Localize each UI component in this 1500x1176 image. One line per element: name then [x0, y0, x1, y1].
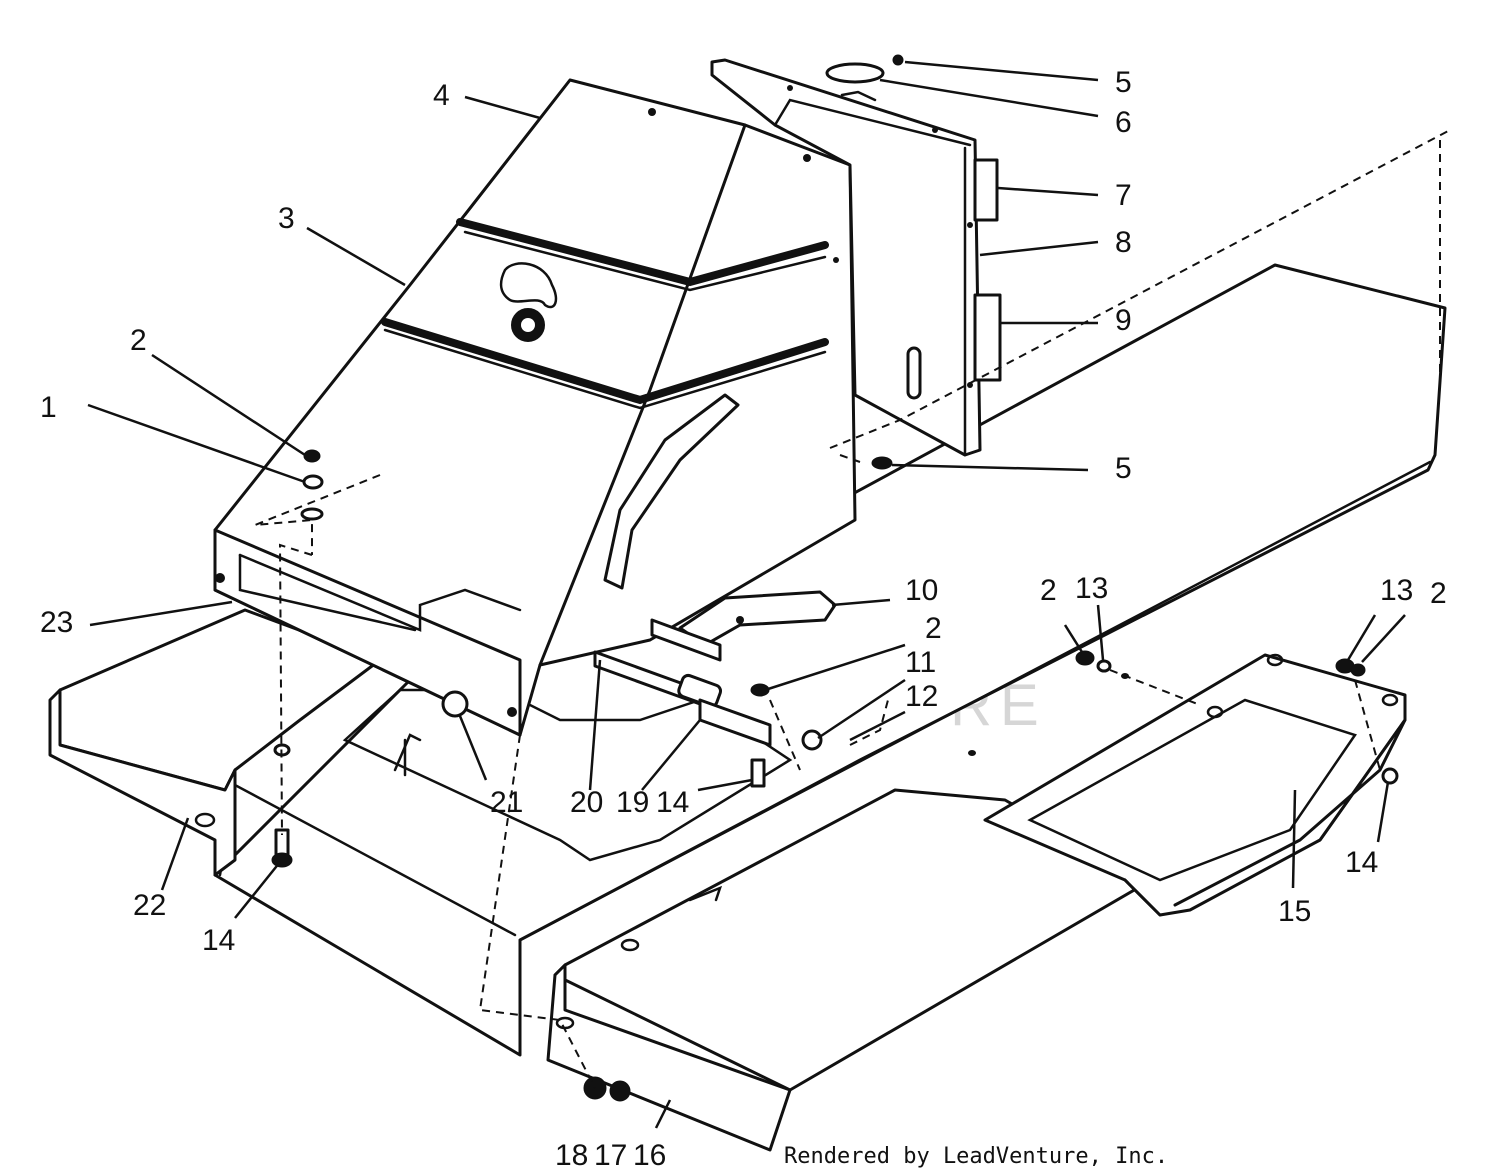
callout-1: 1 — [40, 391, 57, 424]
assembly-lines — [254, 129, 1451, 1089]
callout-16: 16 — [633, 1139, 666, 1172]
callout-5-mid: 5 — [1115, 452, 1132, 485]
callout-2-center: 2 — [1040, 574, 1057, 607]
hardware — [271, 54, 1399, 1102]
callout-3: 3 — [278, 202, 295, 235]
callout-20: 20 — [570, 786, 603, 819]
latch-assembly — [593, 590, 837, 747]
callout-12: 12 — [905, 680, 938, 713]
render-credit: Rendered by LeadVenture, Inc. — [784, 1144, 1168, 1169]
callout-11: 11 — [905, 646, 936, 679]
callout-15: 15 — [1278, 895, 1311, 928]
rear-footrest — [983, 653, 1407, 917]
callout-13-center: 13 — [1075, 572, 1108, 605]
callout-17: 17 — [594, 1139, 627, 1172]
leader-lines — [87, 60, 1406, 1129]
callout-19: 19 — [616, 786, 649, 819]
left-footrest — [48, 608, 382, 877]
callout-4: 4 — [433, 79, 450, 112]
callout-22: 22 — [133, 889, 166, 922]
rear-panel — [710, 58, 1002, 457]
callout-9: 9 — [1115, 304, 1132, 337]
callout-5-top: 5 — [1115, 66, 1132, 99]
callout-2-left: 2 — [130, 324, 147, 357]
callout-6: 6 — [1115, 106, 1132, 139]
callout-21: 21 — [490, 786, 523, 819]
callout-10: 10 — [905, 574, 938, 607]
callout-2-right: 2 — [1430, 577, 1447, 610]
callout-7: 7 — [1115, 179, 1132, 212]
callout-23: 23 — [40, 606, 73, 639]
callout-18: 18 — [555, 1139, 588, 1172]
callout-labels: 5 6 4 7 8 3 9 2 1 5 10 2 13 13 2 23 2 11… — [40, 66, 1447, 1172]
callout-2-latch: 2 — [925, 612, 942, 645]
callout-8: 8 — [1115, 226, 1132, 259]
callout-14-right: 14 — [1345, 846, 1378, 879]
callout-13-right: 13 — [1380, 574, 1413, 607]
callout-14-left: 14 — [202, 924, 235, 957]
hood-shroud — [213, 78, 857, 737]
callout-14-latch: 14 — [656, 786, 689, 819]
